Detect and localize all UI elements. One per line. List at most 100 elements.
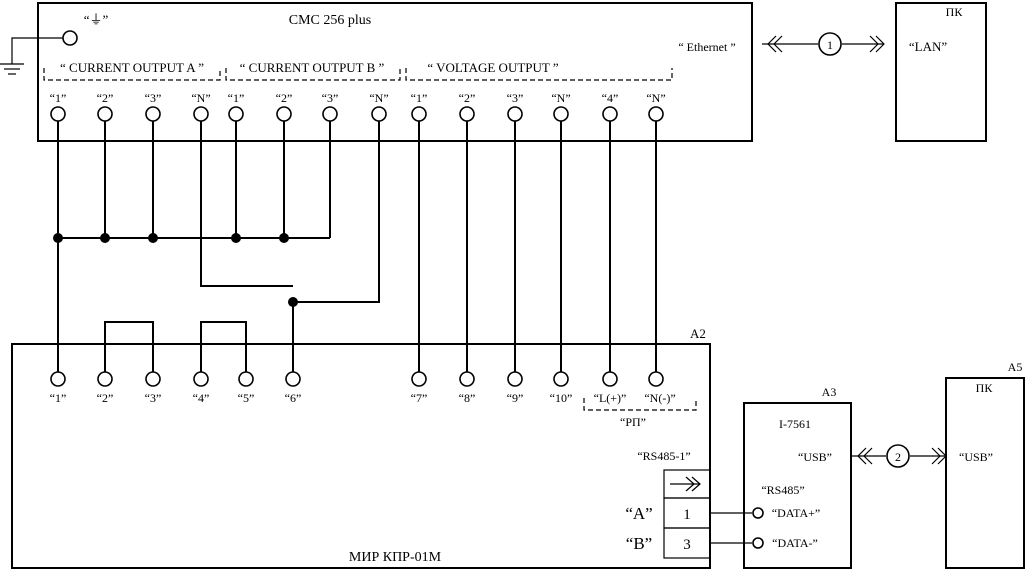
pc-top: ПК “LAN” (895, 2, 987, 142)
cmc-terminal (459, 106, 475, 122)
jumper-2-3 (104, 321, 154, 372)
pc-bottom: A5 ПК “USB” (945, 360, 1025, 569)
jumper-4-5 (200, 321, 247, 372)
group-bracket-current-a (43, 68, 221, 81)
cmc-terminal (602, 106, 618, 122)
link-number-circle (818, 32, 842, 56)
data-minus-terminal (752, 537, 764, 549)
junction-dot (53, 233, 63, 243)
connector-left-icon (857, 447, 867, 465)
meter-terminal (193, 371, 209, 387)
junction-dot (231, 233, 241, 243)
pin-label: “A” (625, 504, 652, 523)
meter-terminal-label: “6” (285, 391, 302, 405)
group-label-voltage: “ VOLTAGE OUTPUT ” (427, 60, 558, 75)
ethernet-link: 1 (762, 32, 885, 56)
meter-terminal-label: “9” (507, 391, 524, 405)
cmc-box (37, 2, 753, 142)
meter-terminal-label: “N(-)” (644, 391, 675, 405)
cmc-terminal (553, 106, 569, 122)
cmc-terminals (50, 106, 664, 122)
cmc-terminal (648, 106, 664, 122)
meter-device: A2 МИР КПР-01М “1” “2” “3” “4” “5” “6” “… (11, 326, 711, 569)
connector-icon (670, 476, 701, 492)
meter-terminal-label: “5” (238, 391, 255, 405)
group-bracket-current-b (225, 68, 401, 81)
cmc-terminal-label: “N” (551, 91, 570, 105)
meter-id: A2 (690, 326, 706, 341)
ethernet-port-label: “ Ethernet ” (678, 40, 735, 54)
cmc-terminal-label: “N” (191, 91, 210, 105)
rs485-lines (710, 512, 752, 544)
cmc-terminal (411, 106, 427, 122)
cmc-terminal-label: “3” (145, 91, 162, 105)
pin-number: 3 (683, 537, 691, 553)
meter-terminal (50, 371, 66, 387)
meter-box (11, 343, 711, 569)
cmc-terminal-label: “4” (602, 91, 619, 105)
meter-terminal-label: “7” (411, 391, 428, 405)
usb-link: 2 (851, 444, 947, 468)
cmc-terminal-label: “2” (459, 91, 476, 105)
connector-right-icon (869, 35, 879, 53)
rp-bracket (583, 398, 697, 411)
junction-dot (100, 233, 110, 243)
cmc-terminal (97, 106, 113, 122)
cmc-terminal (276, 106, 292, 122)
junction-dot (148, 233, 158, 243)
converter-id: A3 (822, 385, 837, 399)
link-number-circle (886, 444, 910, 468)
cmc-terminal-label: “N” (369, 91, 388, 105)
cmc-terminal-label: “N” (646, 91, 665, 105)
meter-terminal (459, 371, 475, 387)
ground-terminal-label: “⏚” (84, 12, 109, 27)
cmc-terminal (322, 106, 338, 122)
pc-top-box (895, 2, 987, 142)
meter-terminal (648, 371, 664, 387)
ground-terminal (62, 30, 78, 46)
meter-terminal (553, 371, 569, 387)
meter-title: МИР КПР-01М (349, 550, 442, 565)
meter-terminal-label: “L(+)” (594, 391, 627, 405)
meter-terminal-label: “8” (459, 391, 476, 405)
ground-icon (0, 63, 24, 75)
cmc-terminal-label: “1” (228, 91, 245, 105)
rp-label: “РП” (620, 415, 646, 429)
converter-model: I-7561 (779, 417, 811, 431)
link-number: 1 (827, 38, 833, 52)
cmc-terminal (228, 106, 244, 122)
pc-bottom-title: ПК (976, 381, 994, 395)
ground-wire (11, 37, 63, 64)
converter-usb-label: “USB” (798, 450, 832, 464)
data-plus-terminal (752, 507, 764, 519)
group-label-current-a: “ CURRENT OUTPUT A ” (60, 60, 204, 75)
data-minus-label: “DATA-” (772, 536, 818, 550)
cmc-terminal (371, 106, 387, 122)
meter-terminal (97, 371, 113, 387)
wiring (53, 121, 657, 372)
connector-right-icon (931, 447, 941, 465)
link-number: 2 (895, 450, 901, 464)
pin-number: 1 (683, 507, 691, 523)
cmc-terminal (145, 106, 161, 122)
meter-terminal-label: “10” (550, 391, 573, 405)
meter-terminal (145, 371, 161, 387)
pin-label: “B” (626, 534, 652, 553)
cmc-terminal (193, 106, 209, 122)
meter-terminal (507, 371, 523, 387)
converter-box (743, 402, 852, 569)
meter-terminal-label: “4” (193, 391, 210, 405)
group-bracket-voltage (405, 68, 673, 81)
cmc-terminal-label: “1” (411, 91, 428, 105)
rs485-1-label: “RS485-1” (637, 449, 690, 463)
meter-terminal-label: “2” (97, 391, 114, 405)
pc-top-title: ПК (946, 5, 964, 19)
meter-terminal (285, 371, 301, 387)
cmc-terminal (50, 106, 66, 122)
converter-rs485-label: “RS485” (761, 483, 804, 497)
converter-device: A3 I-7561 “USB” “RS485” “DATA+” “DATA-” (743, 385, 852, 569)
pc-top-port-label: “LAN” (909, 39, 947, 54)
cmc-terminal-label: “3” (507, 91, 524, 105)
pc-bottom-port-label: “USB” (959, 450, 993, 464)
